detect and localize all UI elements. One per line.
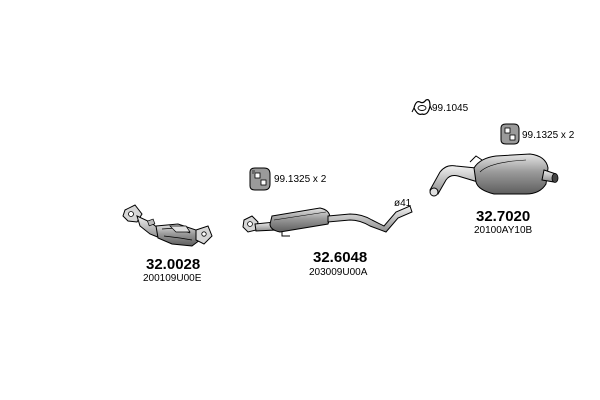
oem-code-middle: 203009U00A — [309, 267, 368, 278]
part-number-middle[interactable]: 32.6048 — [313, 249, 368, 266]
catalytic-converter-icon[interactable] — [122, 204, 213, 247]
oem-code-rear: 20100AY10B — [474, 225, 533, 236]
part-number-rear[interactable]: 32.7020 — [476, 208, 531, 225]
rubber-mount-label-rear: 99.1325 x 2 — [522, 130, 575, 141]
pipe-diameter-label: ø41 — [394, 198, 412, 209]
rear-silencer-icon[interactable] — [429, 153, 559, 197]
rubber-mount-label-middle: 99.1325 x 2 — [274, 174, 327, 185]
rubber-ring-label: 99.1045 — [432, 103, 469, 114]
rubber-mount-icon[interactable] — [249, 167, 271, 191]
rubber-mount-icon[interactable] — [500, 123, 520, 145]
oem-code-catalyst: 200109U00E — [143, 273, 202, 284]
part-number-catalyst[interactable]: 32.0028 — [146, 256, 201, 273]
middle-silencer-icon[interactable] — [242, 205, 413, 237]
rubber-ring-icon[interactable] — [411, 99, 433, 115]
